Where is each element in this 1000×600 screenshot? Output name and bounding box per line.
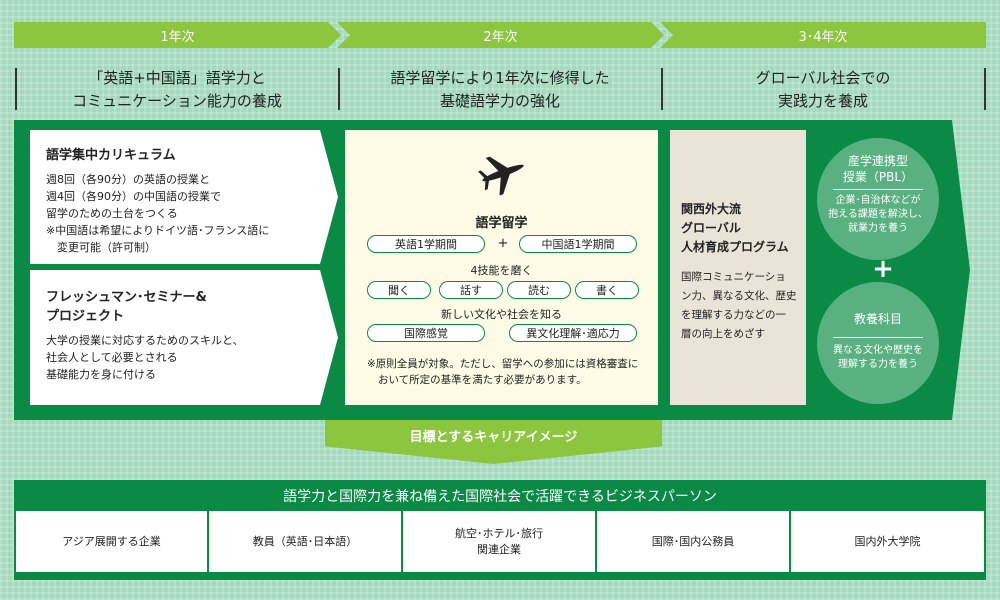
desc-line: 異なる文化や歴史を (833, 345, 923, 356)
career-title: 語学力と国際力を兼ね備えた国際社会で活躍できるビジネスパーソン (283, 488, 717, 505)
career-teacher: 教員（英語･日本語） (209, 511, 401, 572)
career-graduate-school: 国内外大学院 (791, 511, 984, 572)
title-line: 人材育成プログラム (681, 240, 789, 254)
career-civil-servant: 国際･国内公務員 (597, 511, 789, 572)
pbl-circle: 産学連携型 授業（PBL） 企業･自治体などが 抱える課題を解決し、 就業力を養… (817, 138, 939, 260)
desc-line: ン力、異なる文化、歴史 (681, 290, 797, 302)
career-text: アジア展開する企業 (62, 534, 161, 548)
pbl-title: 産学連携型 授業（PBL） (817, 153, 939, 185)
desc-line: 抱える課題を解決し、 (828, 209, 928, 220)
title-line: 産学連携型 (847, 154, 908, 168)
goal-line: コミュニケーション能力の養成 (72, 92, 282, 110)
career-text: 教員（英語･日本語） (252, 534, 358, 548)
skill-speak-pill: 話す (439, 281, 503, 299)
divider-line (15, 68, 17, 110)
note-line: おいて所定の基準を満たす必要があります。 (378, 374, 587, 386)
liberal-arts-title: 教養科目 (853, 312, 902, 326)
title-line: 関西外大流 (681, 202, 742, 216)
year-1-goal: 「英語+中国語」語学力と コミュニケーション能力の養成 (20, 66, 334, 114)
title-line: 授業（PBL） (842, 170, 914, 184)
desc-line: 就業力を養う (848, 223, 908, 234)
goal-line: 「英語+中国語」語学力と (88, 69, 266, 87)
pbl-desc: 企業･自治体などが 抱える課題を解決し、 就業力を養う (817, 194, 939, 236)
career-image-arrow: 目標とするキャリアイメージ (325, 420, 662, 464)
freshman-seminar-desc: 大学の授業に対応するためのスキルと、 社会人として必要とされる 基礎能力を身に付… (46, 332, 322, 383)
goal-line: 基礎語学力の強化 (439, 92, 560, 110)
goal-line: 語学留学により1年次に修得した (390, 69, 610, 87)
airplane-icon (478, 156, 524, 196)
international-sense-pill: 国際感覚 (367, 324, 485, 342)
desc-line: 留学のための土台をつくる (46, 207, 178, 220)
study-abroad-box: 語学留学 英語1学期間 + 中国語1学期間 4技能を磨く 聞く 話す 読む 書く… (345, 130, 658, 405)
liberal-arts-desc: 異なる文化や歴史を 理解する力を養う (817, 344, 939, 372)
goal-line: グローバル社会での (755, 69, 891, 87)
desc-line: 企業･自治体などが (835, 195, 921, 206)
intensive-curriculum-desc: 週8回（各90分）の英語の授業と 週4回（各90分）の中国語の授業で 留学のため… (46, 171, 322, 256)
career-text: 航空･ホテル･旅行 (455, 526, 543, 540)
desc-line: 国際コミュニケーショ (681, 271, 786, 283)
desc-line: 大学の授業に対応するためのスキルと、 (46, 334, 244, 347)
four-skills-label: 4技能を磨く (470, 264, 533, 277)
liberal-arts-circle: 教養科目 異なる文化や歴史を 理解する力を養う (817, 282, 939, 404)
title-line: プロジェクト (46, 309, 125, 324)
english-semester-pill: 英語1学期間 (367, 235, 485, 253)
divider-line (338, 68, 340, 110)
culture-label: 新しい文化や社会を知る (441, 308, 562, 321)
plus-sign: + (872, 254, 894, 284)
study-abroad-note: ※原則全員が対象。ただし、留学への参加には資格審査に おいて所定の基準を満たす必… (367, 356, 652, 388)
freshman-seminar-box: フレッシュマン･セミナー& プロジェクト 大学の授業に対応するためのスキルと、 … (30, 270, 338, 405)
desc-line: 社会人として必要とされる (46, 351, 178, 364)
year-1-label: 1年次 (160, 29, 195, 45)
title-line: グローバル (681, 221, 741, 235)
career-text: 国際･国内公務員 (651, 534, 735, 548)
year-3-4-header: 3･4年次 (660, 22, 986, 48)
skill-read-pill: 読む (507, 281, 571, 299)
liberal-arts-divider (833, 337, 923, 338)
desc-line: 変更可能（許可制） (57, 241, 156, 254)
study-abroad-title: 語学留学 (475, 216, 528, 231)
skill-write-pill: 書く (575, 281, 639, 299)
year-1-header: 1年次 (14, 22, 341, 48)
career-image-label: 目標とするキャリアイメージ (409, 430, 578, 445)
year-2-label: 2年次 (483, 29, 518, 45)
career-box: 語学力と国際力を兼ね備えた国際社会で活躍できるビジネスパーソン アジア展開する企… (14, 480, 986, 580)
year-3-4-goal: グローバル社会での 実践力を養成 (666, 66, 980, 114)
intensive-curriculum-box: 語学集中カリキュラム 週8回（各90分）の英語の授業と 週4回（各90分）の中国… (30, 130, 338, 264)
career-text: 関連企業 (477, 542, 521, 556)
cross-cultural-pill: 異文化理解･適応力 (509, 324, 637, 342)
plus-sign: + (497, 236, 509, 251)
goal-line: 実践力を養成 (777, 92, 868, 110)
skill-listen-pill: 聞く (367, 281, 431, 299)
desc-line: ※中国語は希望によりドイツ語･フランス語に (46, 224, 270, 237)
divider-line (984, 68, 986, 110)
desc-line: 層の向上をめざす (681, 328, 765, 340)
year-3-4-label: 3･4年次 (798, 29, 848, 45)
global-program-desc: 国際コミュニケーショ ン力、異なる文化、歴史 を理解する力などの一 層の向上をめ… (681, 268, 797, 344)
note-line: ※原則全員が対象。ただし、留学への参加には資格審査に (367, 358, 639, 370)
year-2-goal: 語学留学により1年次に修得した 基礎語学力の強化 (343, 66, 657, 114)
career-aviation-hotel-travel: 航空･ホテル･旅行 関連企業 (403, 511, 595, 572)
pbl-divider (833, 189, 923, 190)
divider-line (661, 68, 663, 110)
career-asia-companies: アジア展開する企業 (16, 511, 207, 572)
career-text: 国内外大学院 (854, 534, 921, 548)
desc-line: 週8回（各90分）の英語の授業と (46, 173, 210, 186)
freshman-seminar-title: フレッシュマン･セミナー& プロジェクト (46, 288, 322, 326)
intensive-curriculum-title: 語学集中カリキュラム (46, 148, 176, 163)
chinese-semester-pill: 中国語1学期間 (519, 235, 637, 253)
title-line: フレッシュマン･セミナー& (46, 290, 207, 305)
desc-line: 週4回（各90分）の中国語の授業で (46, 190, 221, 203)
global-program-box: 関西外大流 グローバル 人材育成プログラム 国際コミュニケーショ ン力、異なる文… (670, 130, 806, 405)
desc-line: 理解する力を養う (838, 359, 918, 370)
global-program-title: 関西外大流 グローバル 人材育成プログラム (681, 200, 789, 257)
desc-line: を理解する力などの一 (681, 309, 786, 321)
year-2-header: 2年次 (337, 22, 664, 48)
desc-line: 基礎能力を身に付ける (46, 368, 156, 381)
